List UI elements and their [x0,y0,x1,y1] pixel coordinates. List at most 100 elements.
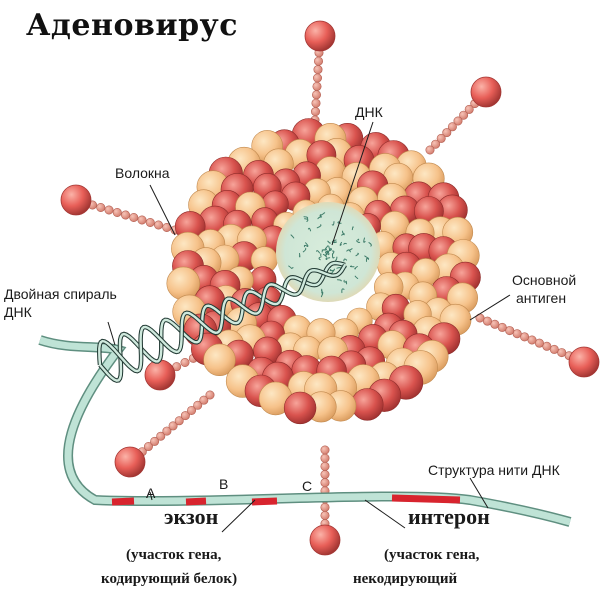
dna-fragment [329,247,332,252]
fiber-bead [96,203,106,213]
dna-fragment [334,256,338,261]
fiber-bead [145,218,155,228]
dna-fragment [348,248,353,251]
fiber-bead [442,128,452,138]
fiber-bead [520,332,530,342]
capsomer-penton-light [166,266,201,301]
dna-fragment [342,230,345,235]
dna-core [276,202,380,302]
fiber-bead [453,116,463,126]
pointer-line [149,184,176,236]
fiber-bead [313,65,323,75]
fiber-bead [549,344,559,354]
dna-fragment [341,288,345,294]
exon-band [185,497,207,506]
fiber-bead [320,461,330,471]
fiber-knob [568,346,600,378]
dna-fragment [321,249,326,253]
pointer-line [331,121,374,246]
fiber-bead [180,357,190,367]
fiber-bead [311,98,321,108]
dna-fragment [302,247,307,253]
fiber-bead [459,110,469,120]
label-strand-structure: Структура нити ДНК [428,462,560,478]
fiber-bead [482,316,492,326]
fiber-bead [313,56,323,66]
fiber-bead [542,341,552,351]
dna-fragment [303,244,309,248]
label-exon: экзон [164,504,219,529]
dna-fragment [324,245,329,250]
dna-fragment [345,280,348,285]
dna-fragment [319,212,326,217]
helix-strand-2 [98,264,347,373]
dna-fragment [363,237,366,243]
fiber-bead [505,326,515,336]
dna-fragment [368,242,372,247]
fiber-knob [304,20,336,52]
label-segment-a: A [146,485,156,501]
dna-fragment [354,275,359,279]
dna-fragment [357,238,360,241]
pointer-line [364,499,406,529]
fiber-bead [187,405,197,415]
dna-fragment [325,257,331,260]
label-double-helix-1: Двойная спираль [4,286,117,302]
dna-fragment [365,257,369,262]
pointer-line [469,294,511,321]
dna-fragment [332,253,335,259]
label-intron: интерон [408,504,490,529]
fiber-bead [104,205,114,215]
dna-fragment [325,252,328,256]
dna-fragment [333,241,337,244]
fiber-bead [512,329,522,339]
dna-fragment [290,234,295,239]
dna-fragment [355,252,359,257]
dna-fragment [356,240,361,243]
fiber-knob [60,184,92,216]
fiber-bead [320,470,330,480]
pointer-line [149,491,153,501]
dna-fragment [320,291,324,298]
dna-fragment [337,221,342,224]
exon-band [251,497,278,506]
fiber-bead [162,426,172,436]
fiber-bead [320,502,330,512]
pointer-line [107,321,116,346]
pointer-line [469,477,489,509]
fiber-bead [436,133,446,143]
fiber-bead [154,220,164,230]
dna-fragment [329,269,335,272]
label-exon-note-2: кодирующий белок) [101,571,238,587]
fiber-bead [180,411,190,421]
fiber-bead [497,322,507,332]
fiber-bead [527,335,537,345]
label-main-antigen-1: Основной [512,272,577,288]
fiber-bead [320,445,330,455]
label-pointers [107,121,511,533]
dna-fragment [364,255,370,259]
label-exon-note-1: (участок гена, [126,547,222,563]
dna-fragment [304,218,309,222]
fiber-bead [193,400,203,410]
fiber-bead [310,107,320,117]
label-intron-note-1: (участок гена, [384,547,480,563]
fiber-bead [320,478,330,488]
capsid [166,118,481,425]
label-main-antigen-2: антиген [516,290,567,306]
fiber-knob [114,446,146,478]
label-segment-b: B [219,476,229,492]
fiber-bead [129,213,139,223]
dna-fragment [336,279,342,282]
dna-fragment [343,242,347,245]
fiber-bead [199,395,209,405]
fiber-bead [320,510,330,520]
fiber-bead [320,453,330,463]
fiber-bead [150,436,160,446]
dna-fragment [349,265,355,268]
fiber-bead [137,215,147,225]
label-fibers: Волокна [115,165,170,181]
dna-fragment [339,241,342,246]
